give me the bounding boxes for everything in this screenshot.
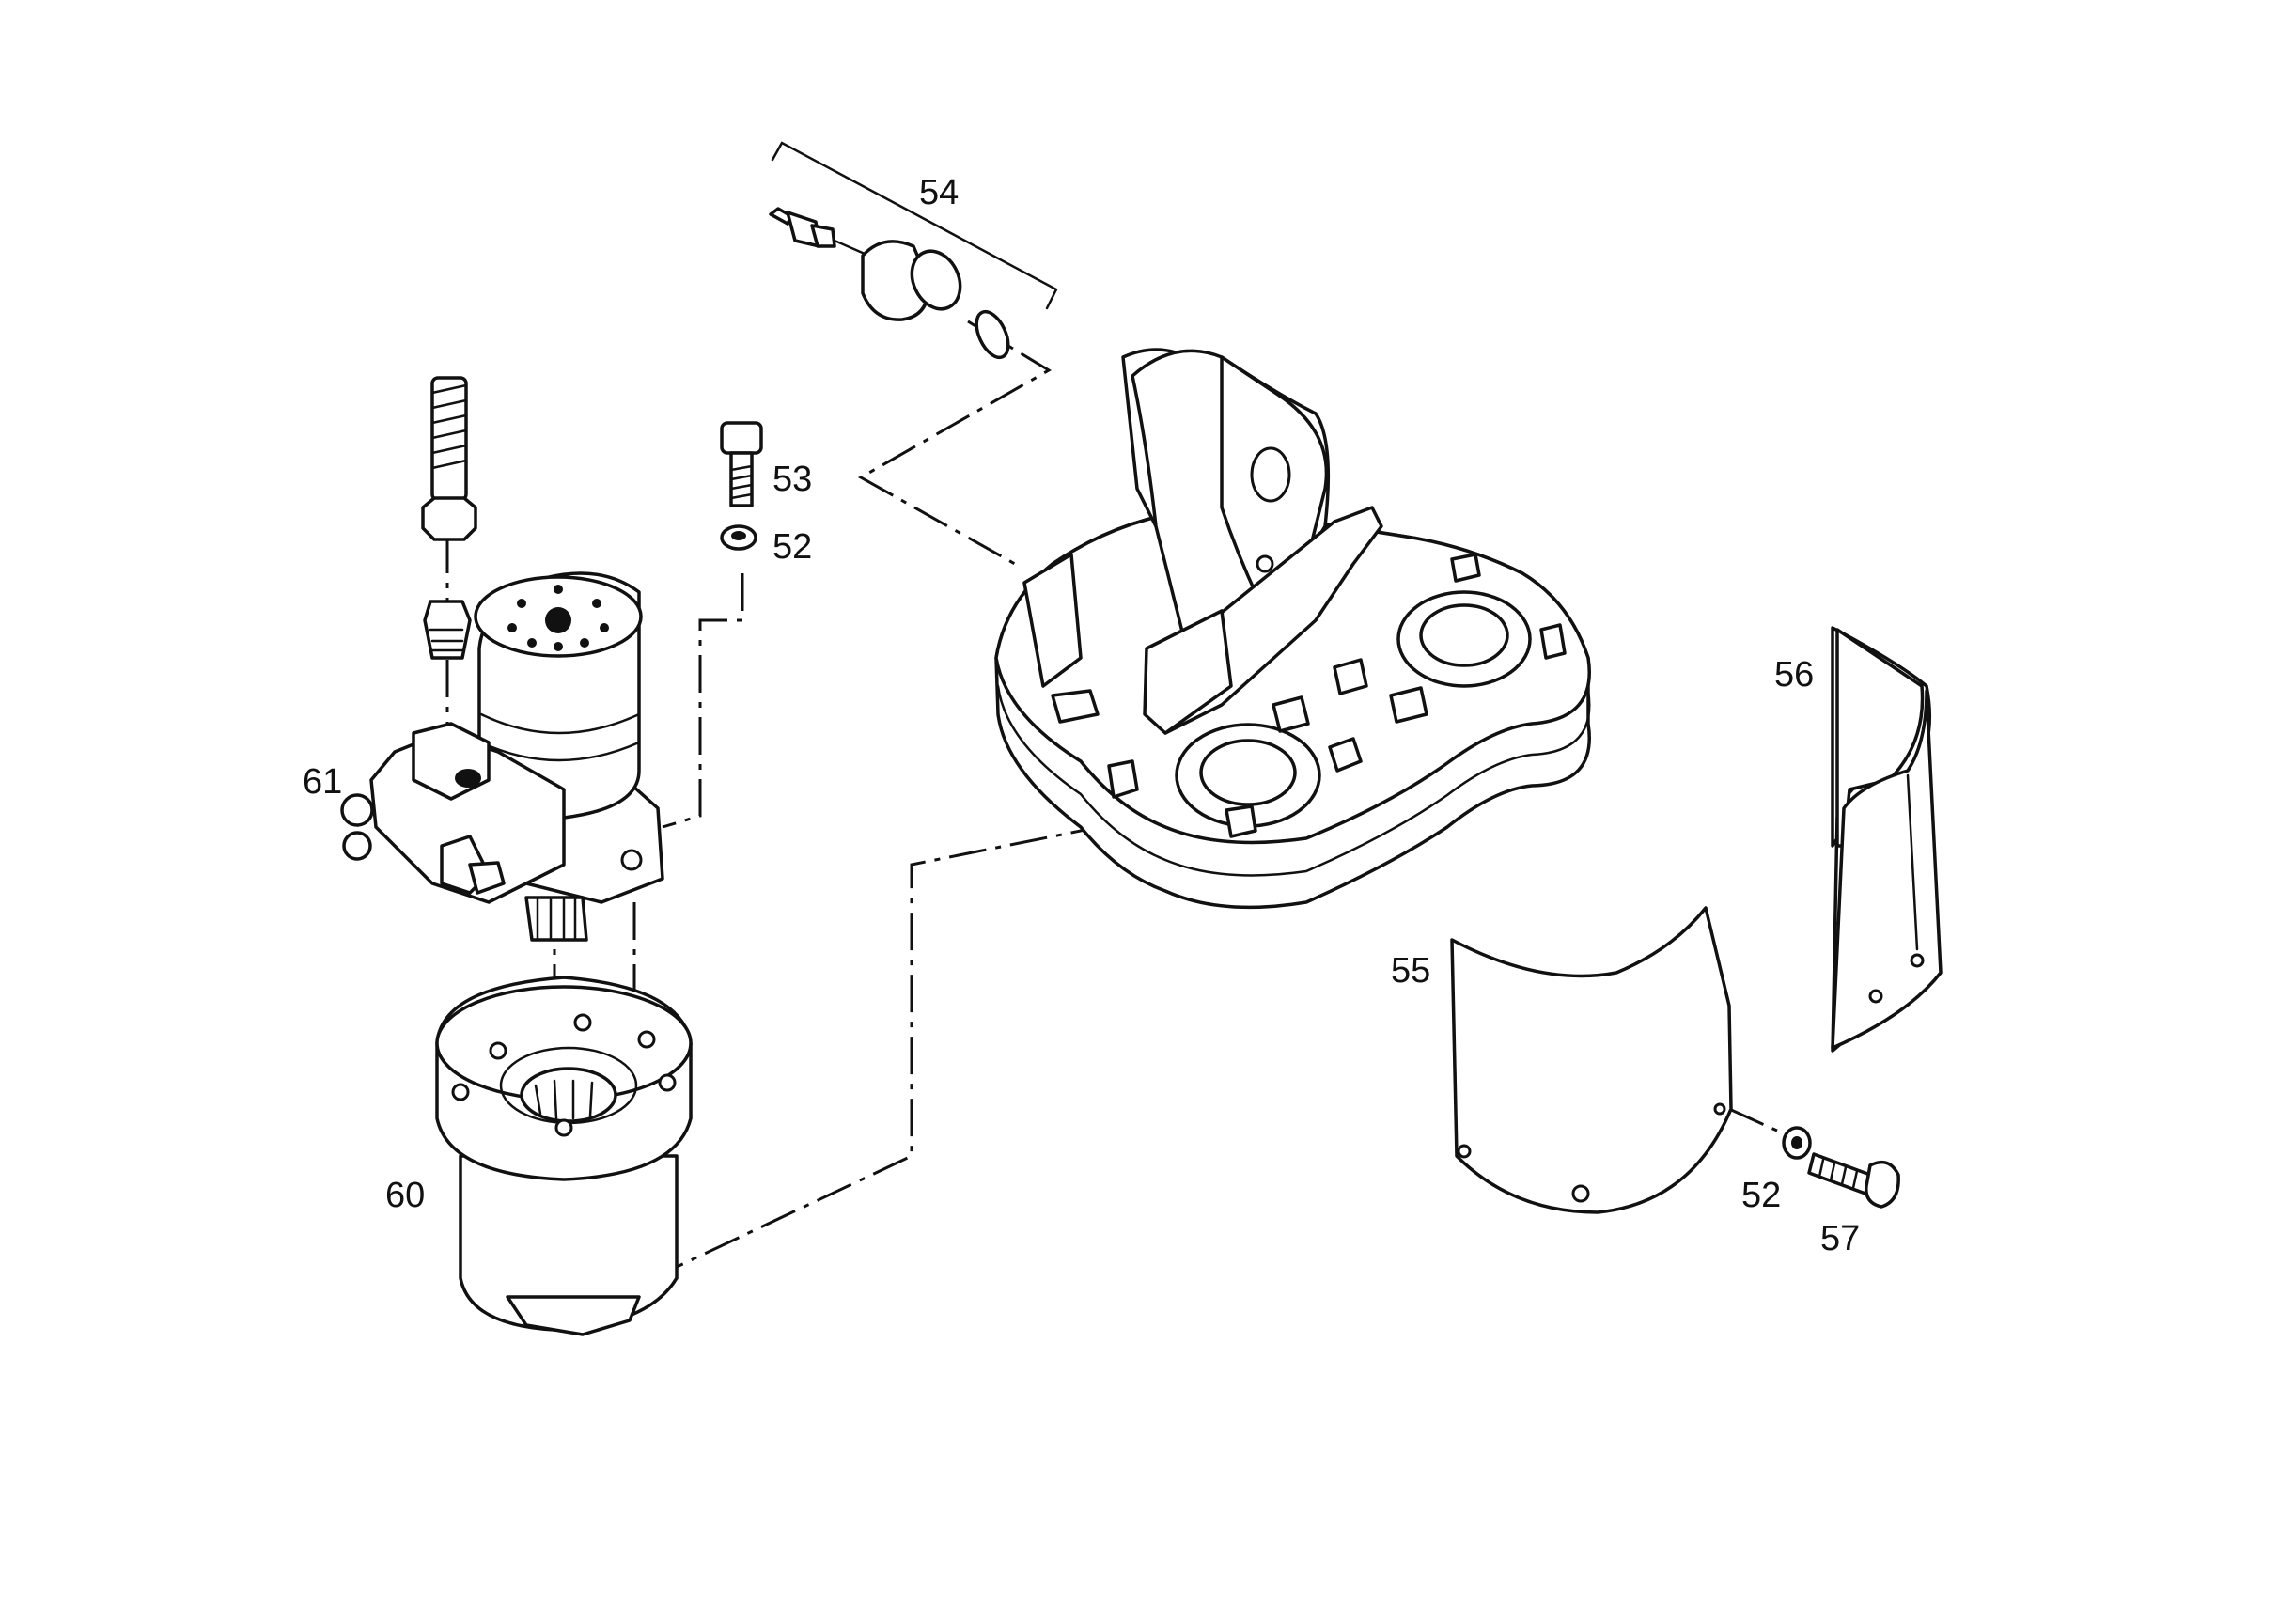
callout-52-top: 52 [772, 527, 812, 567]
part-56-cover-plate [1831, 626, 1943, 1053]
part-55-shield-plate [1450, 906, 1733, 1214]
callout-55: 55 [1391, 951, 1430, 991]
callout-61: 61 [303, 762, 342, 802]
callout-52-bottom: 52 [1741, 1176, 1781, 1215]
part-52-washer-top [720, 524, 757, 551]
part-52-washer-bottom [1782, 1126, 1812, 1160]
part-53-bolt [720, 421, 763, 508]
callout-54: 54 [919, 173, 959, 212]
callout-56: 56 [1774, 655, 1814, 695]
part-60-gearbox [435, 976, 693, 1336]
assembly-54-bracket [771, 141, 1058, 310]
callout-57: 57 [1820, 1219, 1860, 1258]
base-plate-assembly [994, 348, 1591, 910]
part-61-hydraulic-motor [340, 571, 664, 942]
callout-60: 60 [385, 1176, 425, 1215]
callout-53: 53 [772, 460, 812, 499]
part-57-bolt [1807, 1152, 1900, 1209]
fitting-stud [421, 376, 477, 660]
part-54-valve-assembly [769, 207, 1010, 360]
